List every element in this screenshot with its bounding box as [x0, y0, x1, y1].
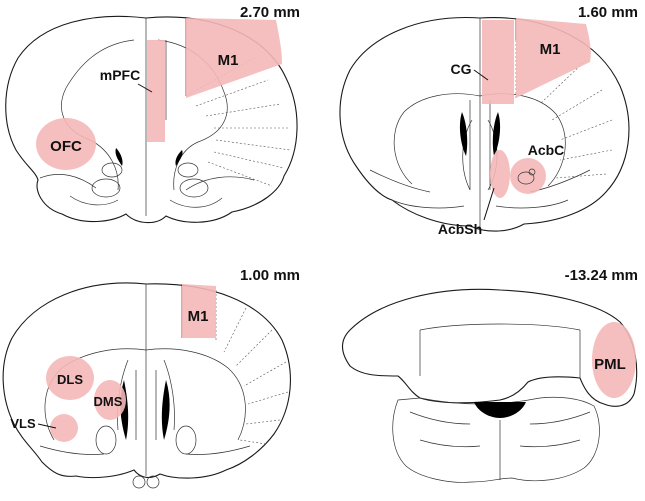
- panel-2-lower-contours: [369, 169, 591, 209]
- panel-1-olfactory-contours: [39, 174, 255, 208]
- panel-1-section-outline: [5, 15, 298, 224]
- panel-1-left-inner: [101, 162, 123, 178]
- panel-3-lower-contours: [39, 445, 251, 455]
- panel-3-label-m1: M1: [188, 308, 209, 325]
- panel-2-label-cg: CG: [451, 61, 472, 77]
- panel-4-coordinate: -13.24 mm: [565, 267, 638, 284]
- panel-2-acbc-dot: [528, 168, 536, 176]
- panel-3-vls-region: [50, 414, 78, 442]
- panel-2-acbsh-region: [490, 150, 510, 198]
- panel-2-label-acbsh: AcbSh: [438, 221, 482, 237]
- panel-2-label-m1: M1: [540, 41, 561, 58]
- panel-1-ofc-region: [36, 118, 96, 170]
- panel-2-coordinate: 1.60 mm: [578, 4, 638, 21]
- panel-2-cg-leader: [473, 69, 489, 81]
- panel-2-acbc-region: [510, 158, 546, 194]
- panel-2-cg-region: [482, 20, 514, 104]
- panel-4-vermis-lines: [419, 323, 581, 378]
- panel-1-mpfc-region: [147, 40, 165, 142]
- panel-3-label-dms: DMS: [94, 394, 123, 409]
- panel-4-fourth-ventricle: [474, 402, 526, 418]
- panel-1: 2.70 mm M1 mPFC OFC: [5, 4, 300, 224]
- panel-3-vls-leader: [37, 423, 57, 429]
- panel-3-lower-right-circle: [146, 475, 160, 489]
- panel-3-label-vls: VLS: [10, 416, 36, 431]
- panel-4-pml-region: [592, 322, 636, 398]
- panel-4-brainstem-contours: [409, 411, 591, 480]
- panel-3-coordinate: 1.00 mm: [240, 267, 300, 284]
- panel-1-label-m1: M1: [218, 52, 239, 69]
- panel-3-right-ventricle: [161, 380, 170, 440]
- panel-3-section-outline: [2, 282, 291, 479]
- panel-3-dms-region: [94, 380, 126, 420]
- panel-3-right-structure: [175, 425, 197, 455]
- panel-1-cortical-divisions: [185, 57, 291, 187]
- panel-1-left-structure: [91, 178, 121, 198]
- panel-3-m1-region: [182, 284, 216, 338]
- panel-4: -13.24 mm PML: [341, 267, 638, 483]
- panel-3-label-dls: DLS: [57, 372, 83, 387]
- panel-2-m1-region: [516, 18, 591, 98]
- panel-1-column-lines: [165, 18, 187, 120]
- panel-3-dls-region: [46, 356, 94, 400]
- panel-2-label-acbc: AcbC: [528, 142, 565, 158]
- panel-1-m1-region: [186, 18, 282, 98]
- panel-1-left-ventricle: [115, 148, 123, 166]
- panel-4-label-pml: PML: [594, 356, 626, 373]
- panel-2: 1.60 mm M1 CG AcbC AcbSh: [339, 4, 638, 237]
- panel-1-coordinate: 2.70 mm: [240, 4, 300, 21]
- panel-1-right-ventricle: [175, 150, 183, 166]
- panel-2-acbsh-leader: [483, 187, 495, 221]
- panel-1-label-mpfc: mPFC: [100, 67, 140, 83]
- panel-1-inner-cortex-left: [61, 39, 135, 191]
- panel-2-section-outline: [339, 16, 630, 232]
- panel-3: 1.00 mm M1 DLS DMS VLS: [2, 267, 300, 489]
- panel-2-left-ventricle: [459, 112, 468, 156]
- panel-2-acbc-inner: [517, 171, 535, 185]
- panel-1-right-inner: [177, 162, 199, 178]
- panel-4-cerebellum-outline: [341, 288, 638, 407]
- panel-3-lower-left-circle: [132, 475, 146, 489]
- panel-1-right-structure: [179, 178, 209, 198]
- panel-2-right-ventricle: [492, 112, 501, 156]
- panel-1-mpfc-leader: [137, 83, 153, 93]
- panel-3-left-structure: [95, 425, 117, 455]
- panel-2-septum-lines: [462, 100, 498, 191]
- panel-1-label-ofc: OFC: [50, 138, 82, 155]
